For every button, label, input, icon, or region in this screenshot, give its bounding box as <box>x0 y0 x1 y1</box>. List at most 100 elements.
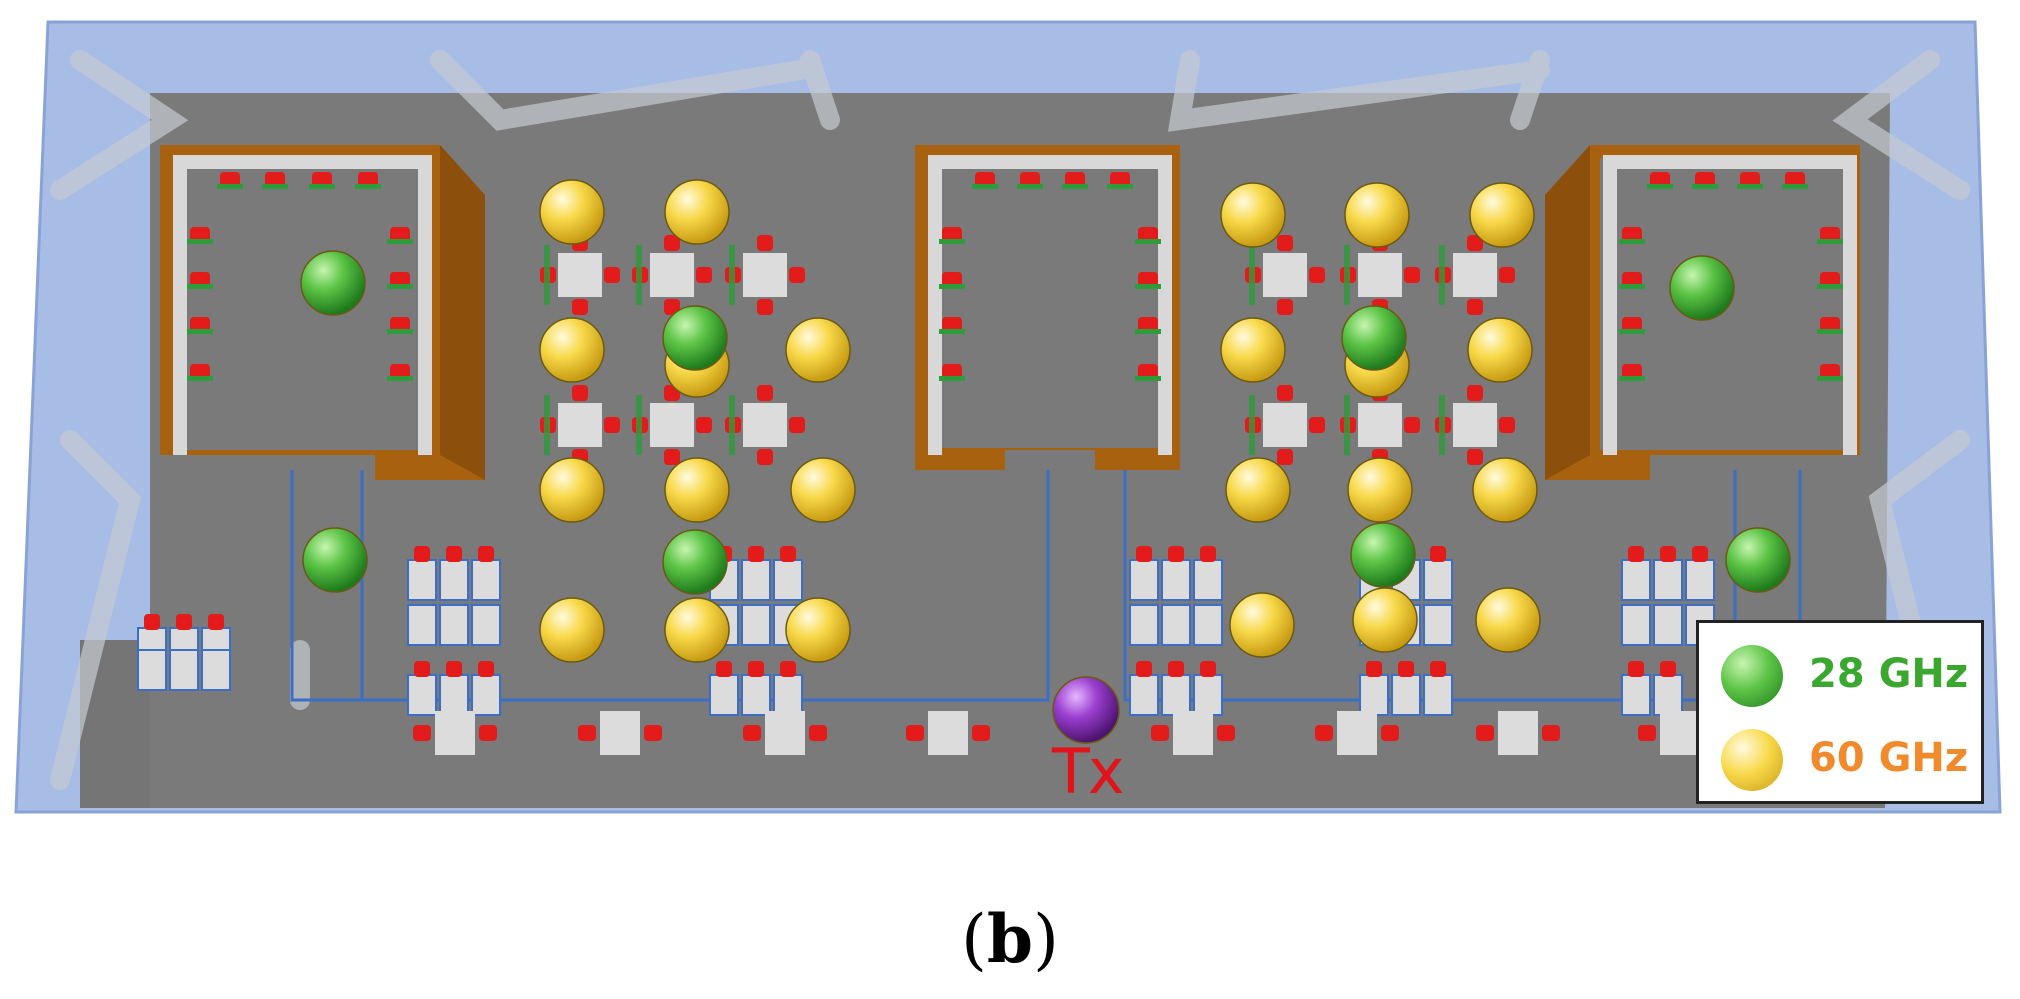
pod-chair <box>789 267 805 283</box>
receiver-28ghz <box>302 527 368 593</box>
workstation-pod <box>632 385 712 465</box>
pod-edge <box>1249 245 1255 305</box>
chair <box>1135 227 1161 244</box>
pod-desk <box>1453 403 1497 447</box>
chair-base <box>355 184 381 189</box>
chair <box>1017 172 1043 189</box>
pod-chair <box>757 235 773 251</box>
chair <box>1107 172 1133 189</box>
chair-base <box>187 239 213 244</box>
chair <box>262 172 288 189</box>
chair <box>387 317 413 334</box>
pod-desk <box>743 403 787 447</box>
receiver-60ghz <box>664 179 730 245</box>
receiver-28ghz <box>1350 522 1416 588</box>
caption-close: ) <box>1033 901 1059 978</box>
desk-chair <box>1217 725 1235 741</box>
workstation-pod <box>1435 385 1515 465</box>
pod-edge <box>1249 395 1255 455</box>
desk <box>137 649 167 691</box>
desk <box>471 674 501 716</box>
desk <box>1423 674 1453 716</box>
caption-letter: b <box>986 900 1034 978</box>
desk-cluster <box>1129 604 1223 646</box>
chair-base <box>939 239 965 244</box>
desk-chair <box>1136 546 1152 562</box>
desk <box>1685 559 1715 601</box>
pod-edge <box>1439 395 1445 455</box>
pod-chair <box>757 449 773 465</box>
desk <box>169 649 199 691</box>
pod-desk <box>1358 403 1402 447</box>
chair <box>1782 172 1808 189</box>
chair <box>939 227 965 244</box>
workstation-pod <box>1245 385 1325 465</box>
chair-base <box>387 376 413 381</box>
desk <box>1660 711 1700 755</box>
desk-chair <box>1660 661 1676 677</box>
desk <box>1653 674 1683 716</box>
receiver-layer <box>300 179 1791 744</box>
desk-chair <box>1168 661 1184 677</box>
desk-chair <box>1542 725 1560 741</box>
floor-left-lower <box>80 640 150 808</box>
desk-chair <box>1366 661 1382 677</box>
pod-chair <box>1309 267 1325 283</box>
legend-row-28ghz: 28 GHz <box>1699 635 1981 715</box>
receiver-60ghz <box>539 179 605 245</box>
workstation-pod <box>725 235 805 315</box>
workstation-pod <box>1340 235 1420 315</box>
desk-chair <box>446 546 462 562</box>
pod-edge <box>729 395 735 455</box>
chair-base <box>1817 376 1843 381</box>
desk <box>1129 559 1159 601</box>
chair-base <box>262 184 288 189</box>
chair <box>1619 317 1645 334</box>
receiver-60ghz <box>664 597 730 663</box>
desk-chair <box>906 725 924 741</box>
desk <box>1391 674 1421 716</box>
pod-chair <box>1404 267 1420 283</box>
pod-desk <box>650 403 694 447</box>
receiver-60ghz <box>1467 317 1533 383</box>
pod-chair <box>1277 385 1293 401</box>
pod-chair <box>572 385 588 401</box>
desk-chair <box>809 725 827 741</box>
receiver-60ghz <box>790 457 856 523</box>
desk <box>1498 711 1538 755</box>
desk-chair <box>1628 661 1644 677</box>
chair <box>387 227 413 244</box>
receiver-28ghz <box>1669 255 1735 321</box>
desk <box>407 559 437 601</box>
desk-chair <box>748 546 764 562</box>
desk-cluster <box>1129 661 1223 716</box>
chair-base <box>939 329 965 334</box>
pod-chair <box>1467 449 1483 465</box>
desk <box>1621 559 1651 601</box>
receiver-60ghz <box>1469 182 1535 248</box>
legend-row-60ghz: 60 GHz <box>1699 719 1981 799</box>
pod-edge <box>636 245 642 305</box>
desk <box>928 711 968 755</box>
desk <box>1193 559 1223 601</box>
receiver-60ghz <box>1472 457 1538 523</box>
pod-edge <box>636 395 642 455</box>
desk-chair <box>1660 546 1676 562</box>
chair <box>187 364 213 381</box>
chair-base <box>1692 184 1718 189</box>
desk-chair <box>1151 725 1169 741</box>
desk <box>1193 674 1223 716</box>
desk-chair <box>780 546 796 562</box>
pod-chair <box>1467 385 1483 401</box>
furniture-layer <box>137 172 1843 755</box>
single-desk <box>743 711 827 755</box>
receiver-28ghz <box>662 529 728 595</box>
desk <box>1129 674 1159 716</box>
desk <box>1193 604 1223 646</box>
caption-open: ( <box>961 901 987 978</box>
chair <box>1817 227 1843 244</box>
chair <box>1619 272 1645 289</box>
desk <box>773 559 803 601</box>
receiver-60ghz <box>785 317 851 383</box>
legend: 28 GHz 60 GHz <box>1696 620 1984 804</box>
